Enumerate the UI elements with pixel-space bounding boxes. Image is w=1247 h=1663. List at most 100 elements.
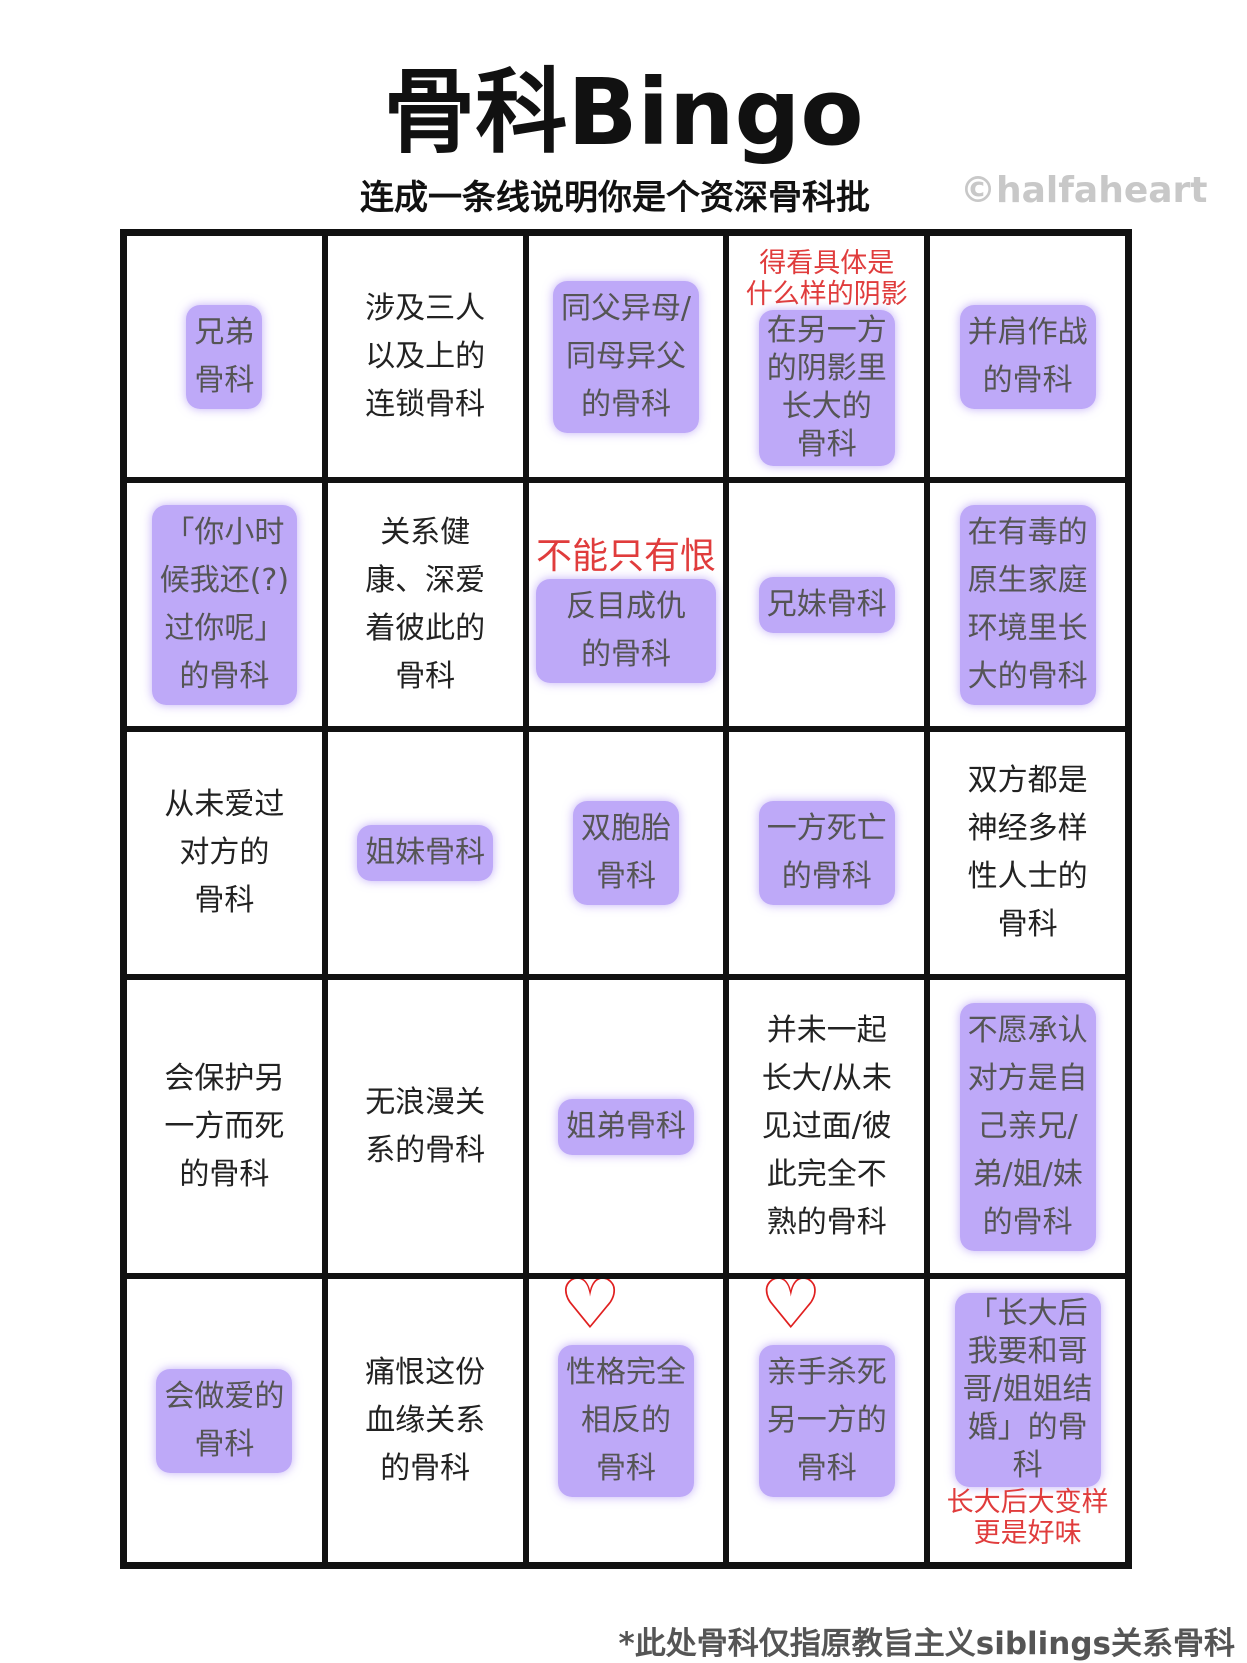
bingo-cell[interactable]: 亲手杀死另一方的骨科♡	[726, 1276, 928, 1565]
cell-text: 并肩作战的骨科	[959, 304, 1096, 409]
bingo-cell[interactable]: 痛恨这份血缘关系的骨科	[324, 1276, 526, 1565]
cell-line: 的骨科	[380, 1450, 471, 1486]
bingo-cell[interactable]: 从未爱过对方的骨科	[124, 729, 325, 977]
cell-line: 另一方的	[766, 1402, 887, 1438]
cell-text: 「长大后我要和哥哥/姐姐结婚」的骨科	[954, 1292, 1101, 1487]
cell-line: 弟/姐/妹	[972, 1156, 1083, 1192]
cell-line: 骨科	[796, 426, 857, 462]
cell-line: 在另一方	[766, 312, 887, 348]
bingo-cell[interactable]: 双胞胎骨科	[525, 729, 727, 977]
bingo-cell[interactable]: 姐妹骨科	[324, 729, 526, 977]
cell-text-block: 同父异母/同母异父的骨科	[552, 280, 700, 433]
cell-line: 骨科	[395, 658, 456, 694]
cell-text-block: 并肩作战的骨科	[959, 304, 1096, 409]
bingo-cell[interactable]: 并未一起长大/从未见过面/彼此完全不熟的骨科	[726, 977, 928, 1276]
cell-text-block: 兄妹骨科	[758, 576, 895, 633]
cell-line: 不愿承认	[967, 1012, 1088, 1048]
cell-text: 会做爱的骨科	[156, 1368, 293, 1473]
bingo-cell[interactable]: 不能只有恨反目成仇的骨科	[525, 480, 727, 729]
cell-text-block: 双方都是神经多样性人士的骨科	[960, 753, 1096, 953]
bingo-cell[interactable]: 兄弟骨科	[124, 233, 325, 480]
cell-line: 的骨科	[982, 362, 1073, 398]
cell-line: 姐弟骨科	[565, 1108, 686, 1144]
cell-line: 并肩作战	[967, 314, 1088, 350]
cell-line: 长大/从未	[761, 1060, 892, 1096]
cell-line: 骨科	[796, 1450, 857, 1486]
cell-text-block: 会做爱的骨科	[156, 1368, 293, 1473]
bingo-cell[interactable]: 并肩作战的骨科	[927, 233, 1128, 480]
cell-text-block: 会保护另一方而死的骨科	[156, 1051, 292, 1203]
bingo-cell[interactable]: 无浪漫关系的骨科	[324, 977, 526, 1276]
cell-line: 反目成仇	[565, 588, 686, 624]
cell-line: 同母异父	[565, 338, 686, 374]
cell-line: 的阴影里	[766, 350, 887, 386]
cell-text: 姐弟骨科	[557, 1098, 694, 1155]
cell-text: 性格完全相反的骨科	[557, 1344, 694, 1497]
cell-line: 一方死亡	[766, 811, 887, 846]
heart-icon: ♡	[558, 1276, 622, 1345]
bingo-cell[interactable]: 会保护另一方而死的骨科	[124, 977, 325, 1276]
cell-line: 的骨科	[982, 1204, 1073, 1240]
cell-line: 康、深爱	[365, 562, 486, 598]
cell-text: 一方死亡的骨科	[758, 801, 895, 905]
bingo-cell[interactable]: 「你小时候我还(?)过你呢」的骨科	[124, 480, 325, 729]
cell-line: 无浪漫关	[365, 1084, 486, 1120]
cell-line: 相反的	[580, 1402, 671, 1438]
subtitle: 连成一条线说明你是个资深骨科批	[360, 178, 870, 218]
bingo-cell[interactable]: 姐弟骨科	[525, 977, 727, 1276]
annotation-red: 长大后大变样 更是好味	[946, 1486, 1109, 1549]
cell-line: 我要和哥	[967, 1333, 1088, 1369]
bingo-cell[interactable]: 得看具体是 什么样的阴影在另一方的阴影里长大的骨科	[726, 233, 928, 480]
cell-line: 骨科	[194, 1426, 255, 1462]
cell-text: 姐妹骨科	[357, 825, 494, 881]
bingo-cell[interactable]: 在有毒的原生家庭环境里长大的骨科	[927, 480, 1128, 729]
cell-line: 亲手杀死	[766, 1354, 887, 1390]
cell-text: 「你小时候我还(?)过你呢」的骨科	[151, 504, 298, 705]
cell-text-block: 关系健康、深爱着彼此的骨科	[357, 505, 493, 705]
cell-text: 双方都是神经多样性人士的骨科	[960, 753, 1096, 953]
cell-line: 着彼此的	[365, 610, 486, 646]
cell-line: 在有毒的	[967, 514, 1088, 550]
cell-line: 此完全不	[766, 1156, 887, 1192]
bingo-cell[interactable]: 会做爱的骨科	[124, 1276, 325, 1565]
bingo-cell[interactable]: 一方死亡的骨科	[726, 729, 928, 977]
cell-line: 并未一起	[766, 1012, 887, 1048]
cell-text-block: 并未一起长大/从未见过面/彼此完全不熟的骨科	[754, 1003, 900, 1251]
cell-text: 双胞胎骨科	[572, 801, 679, 905]
cell-text: 兄妹骨科	[758, 576, 895, 633]
cell-text: 关系健康、深爱着彼此的骨科	[357, 505, 493, 705]
cell-line: 痛恨这份	[365, 1354, 486, 1390]
cell-line: 己亲兄/	[977, 1108, 1078, 1144]
cell-line: 兄弟	[194, 314, 255, 350]
bingo-cell[interactable]: 双方都是神经多样性人士的骨科	[927, 729, 1128, 977]
cell-text: 从未爱过对方的骨科	[156, 777, 292, 929]
cell-text-block: 「你小时候我还(?)过你呢」的骨科	[151, 504, 298, 705]
bingo-cell[interactable]: 兄妹骨科	[726, 480, 928, 729]
bingo-cell[interactable]: 关系健康、深爱着彼此的骨科	[324, 480, 526, 729]
cell-text-block: 在另一方的阴影里长大的骨科	[758, 309, 895, 466]
bingo-cell[interactable]: 同父异母/同母异父的骨科	[525, 233, 727, 480]
bingo-cell[interactable]: 性格完全相反的骨科♡	[525, 1276, 727, 1565]
cell-text-block: 性格完全相反的骨科	[557, 1344, 694, 1497]
cell-line: 骨科	[997, 907, 1058, 942]
cell-line: 神经多样	[967, 811, 1088, 846]
cell-text: 会保护另一方而死的骨科	[156, 1051, 292, 1203]
cell-line: 过你呢」	[164, 610, 285, 646]
cell-line: 双胞胎	[580, 811, 671, 846]
bingo-cell[interactable]: 「长大后我要和哥哥/姐姐结婚」的骨科长大后大变样 更是好味	[927, 1276, 1128, 1565]
cell-line: 的骨科	[580, 636, 671, 672]
cell-text: 兄弟骨科	[186, 304, 263, 409]
cell-line: 涉及三人	[365, 290, 486, 326]
cell-line: 一方而死	[164, 1108, 285, 1144]
cell-text: 涉及三人以及上的连锁骨科	[357, 281, 493, 433]
bingo-cell[interactable]: 不愿承认对方是自己亲兄/弟/姐/妹的骨科	[927, 977, 1128, 1276]
cell-line: 「长大后	[967, 1295, 1088, 1331]
cell-line: 会做爱的	[164, 1378, 285, 1414]
cell-line: 长大的	[781, 388, 872, 424]
footer-note: *此处骨科仅指原教旨主义siblings关系骨科	[618, 1626, 1235, 1662]
bingo-cell[interactable]: 涉及三人以及上的连锁骨科	[324, 233, 526, 480]
cell-line: 见过面/彼	[761, 1108, 892, 1144]
cell-line: 大的骨科	[967, 658, 1088, 694]
cell-line: 关系健	[380, 514, 471, 550]
annotation-red: 不能只有恨	[535, 535, 716, 577]
